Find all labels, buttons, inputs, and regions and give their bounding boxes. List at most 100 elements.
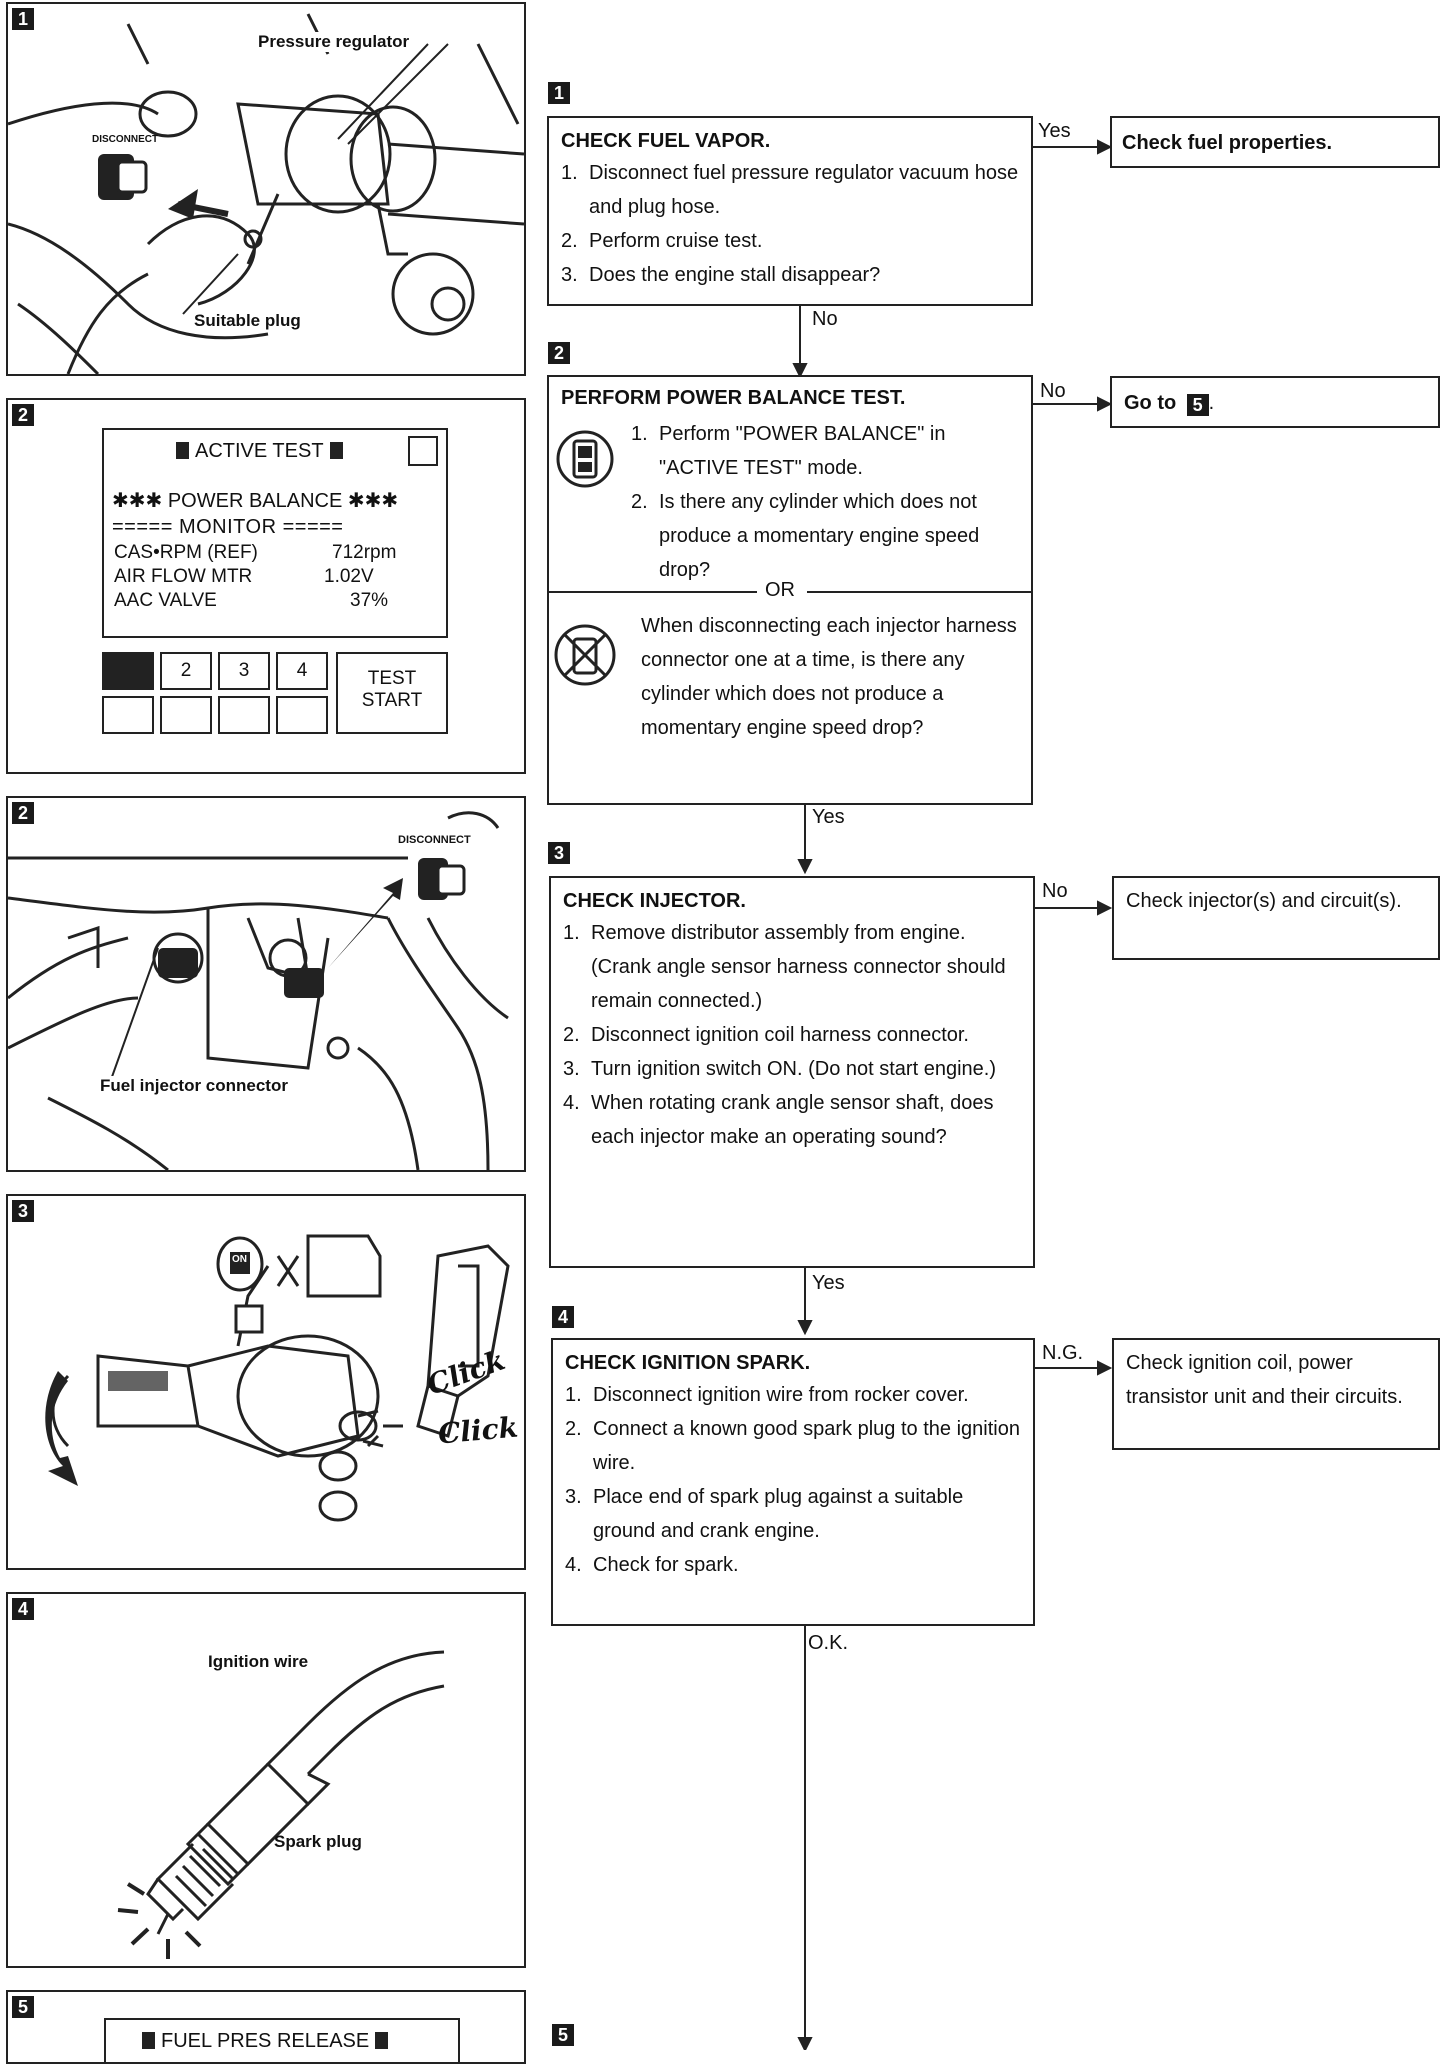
step-items: 1.Perform "POWER BALANCE" in "ACTIVE TES… <box>631 417 1021 587</box>
screen-header: ACTIVE TEST <box>176 440 343 463</box>
figure-tag: 2 <box>12 404 34 426</box>
cylinder-button-3[interactable]: 3 <box>218 652 270 690</box>
result-go-to-5: Go to 5. <box>1110 376 1440 428</box>
result-check-injectors: Check injector(s) and circuit(s). <box>1112 876 1440 960</box>
fuel-pres-header-text: FUEL PRES RELEASE <box>161 2030 370 2052</box>
step-tag-3: 3 <box>548 842 570 864</box>
step-title: CHECK FUEL VAPOR. <box>561 130 771 152</box>
fuel-injector-illustration <box>8 811 509 1170</box>
step-item: 1.Disconnect ignition wire from rocker c… <box>565 1384 969 1406</box>
test-start-line2: START <box>361 690 423 711</box>
step-item: 1.Remove distributor assembly from engin… <box>563 922 1006 1012</box>
or-divider-left <box>549 591 757 593</box>
blank-button-7[interactable] <box>218 696 270 734</box>
header-marker-right <box>375 2032 389 2049</box>
step-item: 2.Is there any cylinder which does not p… <box>631 491 980 581</box>
branch-label-no: No <box>1040 380 1066 402</box>
step-item: 3.Turn ignition switch ON. (Do not start… <box>563 1058 996 1080</box>
step-item: 4.Check for spark. <box>565 1554 739 1576</box>
screen-monitor: ===== MONITOR ===== <box>112 516 344 538</box>
result-text: Check fuel properties. <box>1122 132 1333 154</box>
figure-tag: 2 <box>12 802 34 824</box>
click-sound-label-2: Click <box>436 1410 520 1451</box>
callout-disconnect: DISCONNECT <box>398 834 471 846</box>
row-label-2: AAC VALVE <box>114 590 217 611</box>
callout-pressure-regulator: Pressure regulator <box>258 32 410 52</box>
step-title: CHECK IGNITION SPARK. <box>565 1352 811 1374</box>
step-items: 1.Remove distributor assembly from engin… <box>563 916 1025 1154</box>
step-title: PERFORM POWER BALANCE TEST. <box>561 387 906 409</box>
row-value-2: 37% <box>350 590 389 611</box>
test-start-button[interactable]: TEST START <box>336 652 448 734</box>
cylinder-button-1[interactable] <box>102 652 154 690</box>
row-label-0: CAS•RPM (REF) <box>114 542 258 563</box>
next-label-yes: Yes <box>812 1272 845 1294</box>
row-value-1: 1.02V <box>324 566 374 587</box>
screen-header-text: ACTIVE TEST <box>195 440 324 462</box>
result-check-ignition-coil: Check ignition coil, power transistor un… <box>1112 1338 1440 1450</box>
step-items: 1.Disconnect ignition wire from rocker c… <box>565 1378 1025 1582</box>
step-item: 2.Disconnect ignition coil harness conne… <box>563 1024 969 1046</box>
blank-button-6[interactable] <box>160 696 212 734</box>
branch-label-yes: Yes <box>1038 120 1071 142</box>
fuel-pres-header: FUEL PRES RELEASE <box>142 2030 389 2053</box>
result-check-fuel-properties: Check fuel properties. <box>1110 116 1440 168</box>
figure-2-active-test: 2 ACTIVE TEST ✱✱✱ POWER BALANCE ✱✱✱ ====… <box>6 398 526 774</box>
callout-ignition-wire: Ignition wire <box>208 1652 309 1671</box>
or-divider-right <box>807 591 1033 593</box>
callout-fuel-injector-connector: Fuel injector connector <box>100 1076 288 1096</box>
step-item: 1.Perform "POWER BALANCE" in "ACTIVE TES… <box>631 423 946 479</box>
pressure-regulator-illustration <box>8 13 524 374</box>
figure-1-pressure-regulator: 1 Pressure regulator DISCONNECT <box>6 2 526 376</box>
step-2-power-balance-test: PERFORM POWER BALANCE TEST. 1.Perform "P… <box>547 375 1033 805</box>
screen-corner-box <box>408 436 438 466</box>
step-tag-1: 1 <box>548 82 570 104</box>
fuel-pres-screen: FUEL PRES RELEASE <box>104 2018 460 2062</box>
consult-tool-icon <box>555 429 615 494</box>
callout-spark-plug: Spark plug <box>274 1832 362 1851</box>
step-tag-4: 4 <box>552 1306 574 1328</box>
step-items: 1.Disconnect fuel pressure regulator vac… <box>561 156 1021 292</box>
consult-screen: ACTIVE TEST ✱✱✱ POWER BALANCE ✱✱✱ ===== … <box>102 428 448 638</box>
blank-button-8[interactable] <box>276 696 328 734</box>
blank-button-5[interactable] <box>102 696 154 734</box>
distributor-illustration <box>45 1234 510 1522</box>
figure-2-fuel-injector-connector: 2 DISCONNECT Fuel injector connector <box>6 796 526 1172</box>
step-4-check-ignition-spark: CHECK IGNITION SPARK. 1.Disconnect ignit… <box>551 1338 1035 1626</box>
figure-3-injector-sound: 3 ON Click Click <box>6 1194 526 1570</box>
header-marker-right <box>329 442 343 459</box>
result-text: Check injector(s) and circuit(s). <box>1126 890 1402 912</box>
spark-plug-illustration <box>117 1650 445 1959</box>
result-text: Check ignition coil, power transistor un… <box>1126 1352 1403 1408</box>
step-item: 3.Place end of spark plug against a suit… <box>565 1486 964 1542</box>
next-label-ok: O.K. <box>808 1632 849 1654</box>
or-label: OR <box>765 579 795 601</box>
step-tag-2: 2 <box>548 342 570 364</box>
goto-tag[interactable]: 5 <box>1186 394 1209 416</box>
figure-tag: 5 <box>12 1996 34 2018</box>
next-label-yes: Yes <box>812 806 845 828</box>
figure-tag: 1 <box>12 8 34 30</box>
result-text: Go to <box>1124 392 1177 414</box>
step-1-check-fuel-vapor: CHECK FUEL VAPOR. 1.Disconnect fuel pres… <box>547 116 1033 306</box>
ignition-on-label: ON <box>232 1254 247 1265</box>
header-marker-left <box>142 2032 155 2049</box>
row-value-0: 712rpm <box>332 542 397 563</box>
branch-label-ng: N.G. <box>1042 1342 1084 1364</box>
result-period: . <box>1208 392 1215 414</box>
step-item: 2.Connect a known good spark plug to the… <box>565 1418 1020 1474</box>
step-item: 2.Perform cruise test. <box>561 230 763 252</box>
step-tag-5: 5 <box>552 2024 574 2046</box>
branch-label-no: No <box>1042 880 1068 902</box>
alt-method-text: When disconnecting each injector harness… <box>641 615 1017 739</box>
cylinder-button-2[interactable]: 2 <box>160 652 212 690</box>
figure-tag: 3 <box>12 1200 34 1222</box>
figure-4-spark-plug: 4 Ignition wire Spark plug <box>6 1592 526 1968</box>
test-start-line1: TEST <box>367 668 417 689</box>
callout-disconnect: DISCONNECT <box>92 134 159 145</box>
no-consult-icon <box>553 623 617 692</box>
row-label-1: AIR FLOW MTR <box>114 566 253 587</box>
step-item: 3.Does the engine stall disappear? <box>561 264 881 286</box>
step-item: 1.Disconnect fuel pressure regulator vac… <box>561 162 1019 218</box>
cylinder-button-4[interactable]: 4 <box>276 652 328 690</box>
